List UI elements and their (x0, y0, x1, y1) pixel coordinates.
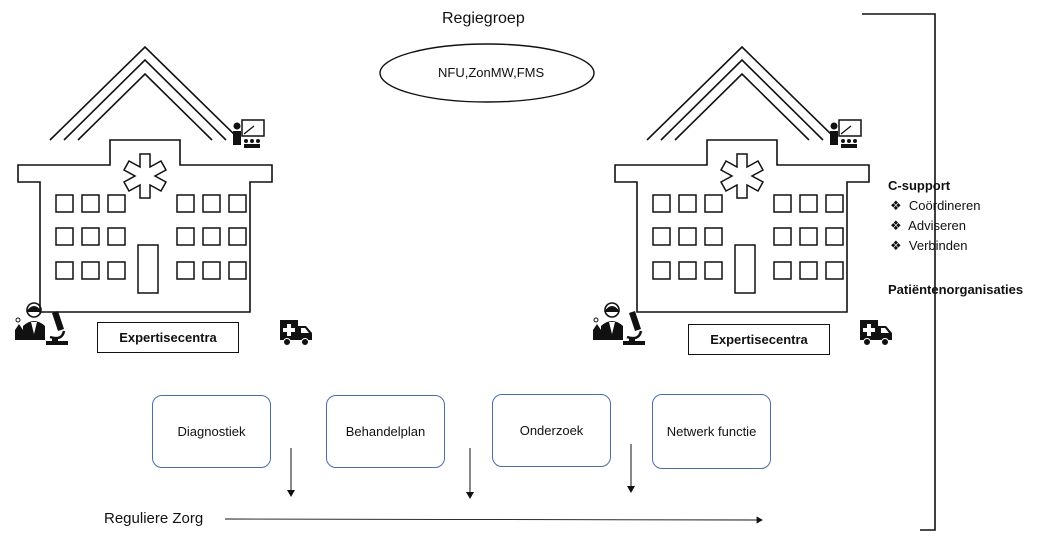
c-support-title: C-support (888, 178, 951, 193)
reguliere-zorg-arrow (224, 516, 763, 524)
microscope-icon (621, 309, 647, 347)
researcher-icon (14, 302, 46, 341)
teacher-icon (232, 119, 265, 149)
process-box-netwerk-functie: Netwerk functie (652, 394, 771, 469)
bullet-icon: ❖ (890, 218, 902, 233)
teacher-icon (829, 119, 862, 149)
process-box-behandelplan: Behandelplan (326, 395, 445, 468)
ambulance-icon (859, 319, 893, 346)
reguliere-zorg-label: Reguliere Zorg (104, 510, 204, 527)
regiegroep-members: NFU,ZonMW,FMS (438, 65, 545, 80)
bullet-icon: ❖ (890, 238, 902, 253)
regiegroep-ellipse (379, 43, 595, 103)
process-label: Onderzoek (519, 423, 584, 438)
patient-organizations-label: Patiëntenorganisaties (888, 282, 1024, 297)
c-support-item-label: Adviseren (908, 218, 966, 233)
process-label: Behandelplan (345, 424, 426, 439)
c-support-item-label: Verbinden (908, 238, 968, 253)
ambulance-icon (279, 319, 313, 346)
process-label: Diagnostiek (177, 424, 246, 439)
process-label: Netwerk functie (666, 424, 757, 439)
c-support-item: ❖ Coördineren (890, 196, 980, 216)
c-support-item-label: Coördineren (908, 198, 981, 213)
hospital-icon (17, 46, 273, 313)
researcher-icon (592, 302, 624, 341)
regiegroep-title: Regiegroep (442, 10, 525, 27)
expertisecentrum-label-right: Expertisecentra (688, 324, 830, 355)
process-box-onderzoek: Onderzoek (492, 394, 611, 467)
microscope-icon (44, 309, 70, 347)
c-support-item: ❖ Adviseren (890, 216, 966, 236)
process-box-diagnostiek: Diagnostiek (152, 395, 271, 468)
bullet-icon: ❖ (890, 198, 902, 213)
right-bracket (862, 13, 936, 531)
c-support-item: ❖ Verbinden (890, 236, 967, 256)
hospital-icon (614, 46, 870, 313)
expertisecentrum-label-left: Expertisecentra (97, 322, 239, 353)
